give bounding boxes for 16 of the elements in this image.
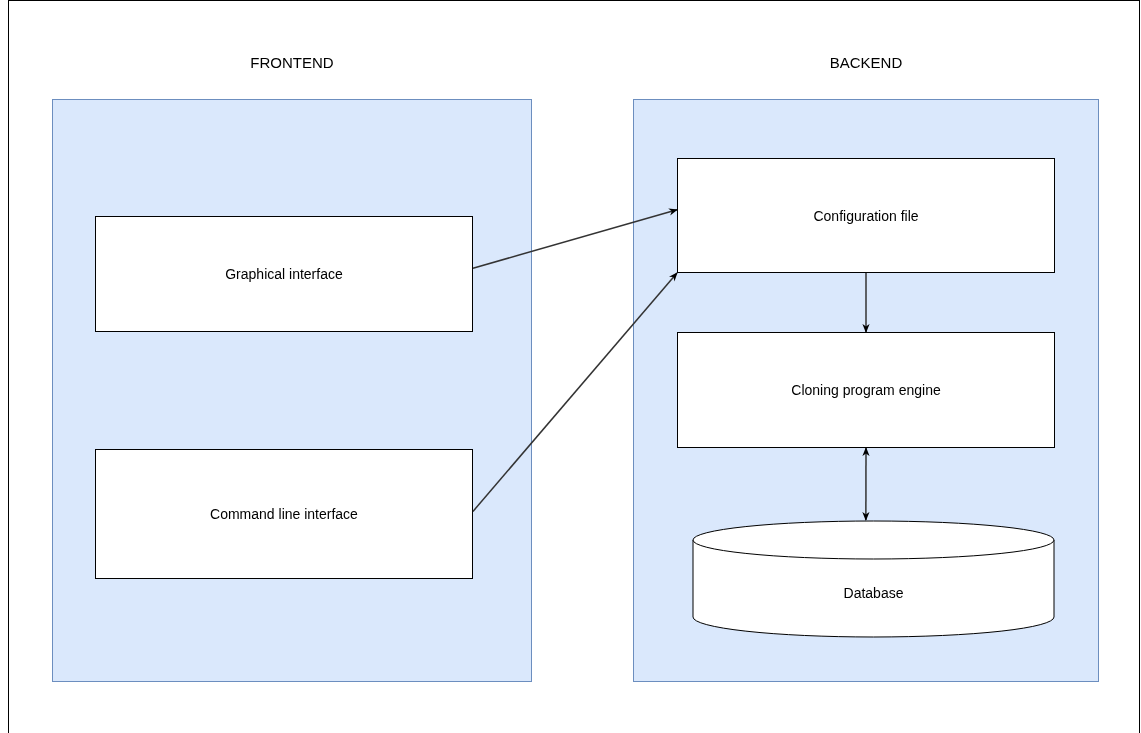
panel-heading: FRONTEND <box>249 54 335 71</box>
node-label: Database <box>843 585 904 601</box>
process-box <box>677 332 1055 448</box>
node-label: Configuration file <box>813 207 919 224</box>
arrow <box>472 208 678 269</box>
arrow <box>472 272 678 513</box>
arrow <box>862 272 870 333</box>
panel-heading: BACKEND <box>828 54 904 71</box>
node-label: Graphical interface <box>225 266 343 282</box>
node-label: Cloning program engine <box>791 382 941 398</box>
process-box <box>95 216 473 332</box>
process-box <box>95 449 473 579</box>
process-box <box>677 158 1055 273</box>
database-cylinder <box>692 520 1055 638</box>
arrow <box>862 447 870 521</box>
node-label: Command line interface <box>210 506 358 522</box>
